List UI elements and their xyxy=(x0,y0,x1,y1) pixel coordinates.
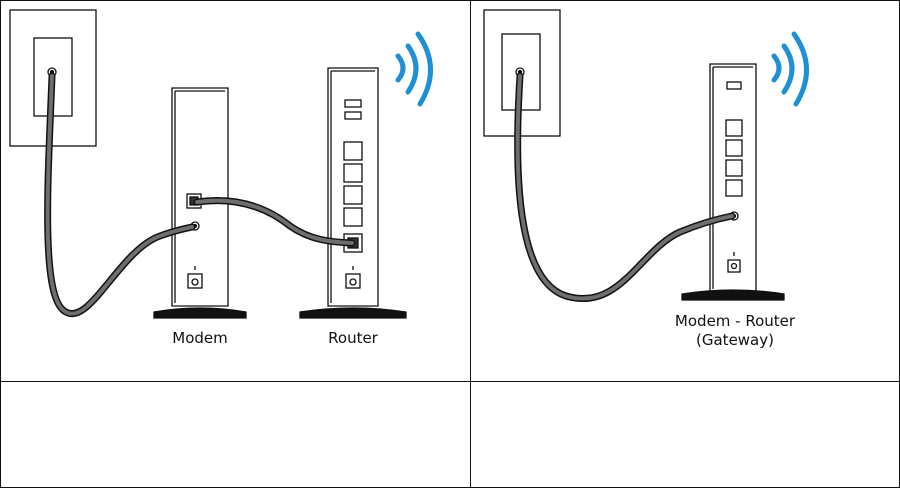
modem-label: Modem xyxy=(150,329,250,348)
router-icon xyxy=(300,68,406,318)
left-panel xyxy=(10,10,431,318)
wifi-signal-icon xyxy=(398,34,431,104)
wall-outlet-icon xyxy=(484,10,560,136)
right-panel xyxy=(484,10,807,300)
gateway-label-line2: (Gateway) xyxy=(660,331,810,350)
bottom-left-cell xyxy=(1,382,470,487)
bottom-right-cell xyxy=(471,382,899,487)
gateway-icon xyxy=(682,64,784,300)
router-label: Router xyxy=(303,329,403,348)
wifi-signal-icon xyxy=(774,34,807,104)
gateway-label-line1: Modem - Router xyxy=(660,312,810,331)
